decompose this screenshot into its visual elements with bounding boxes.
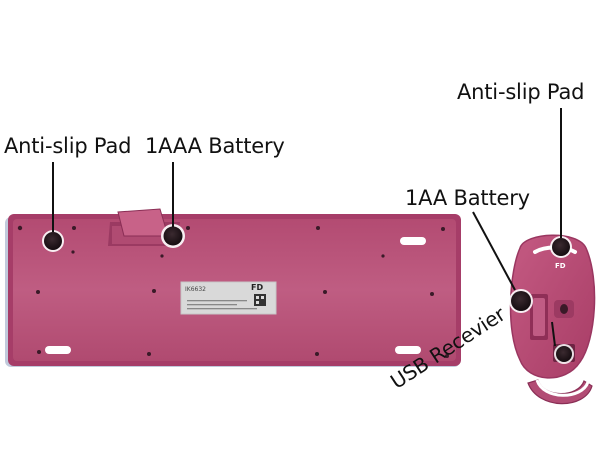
usb-receiver-pad <box>556 346 572 362</box>
keyboard-label-sticker <box>180 281 277 315</box>
keyboard-bottom <box>5 208 461 367</box>
mouse-brand-mark: FD <box>555 262 566 270</box>
keyboard-screws <box>17 225 449 358</box>
keyboard-battery-pad <box>163 226 183 246</box>
mouse-anti-slip-pad <box>552 238 570 256</box>
keyboard-foot-slot <box>45 346 71 354</box>
label-anti-slip-pad-left: Anti-slip Pad <box>4 134 132 158</box>
keyboard-foot-slot <box>400 237 426 245</box>
mouse-bottom <box>509 234 596 405</box>
label-aaa-battery: 1AAA Battery <box>145 134 285 158</box>
keyboard-foot-slot <box>395 346 421 354</box>
sticker-brand-mark: FD <box>251 283 264 292</box>
mouse-battery-pad <box>511 291 531 311</box>
keyboard-anti-slip-pad <box>44 232 62 250</box>
label-aa-battery: 1AA Battery <box>405 186 530 210</box>
callout-lines <box>52 108 562 347</box>
sticker-model: IK6632 <box>185 286 206 293</box>
label-anti-slip-pad-right: Anti-slip Pad <box>457 80 585 104</box>
